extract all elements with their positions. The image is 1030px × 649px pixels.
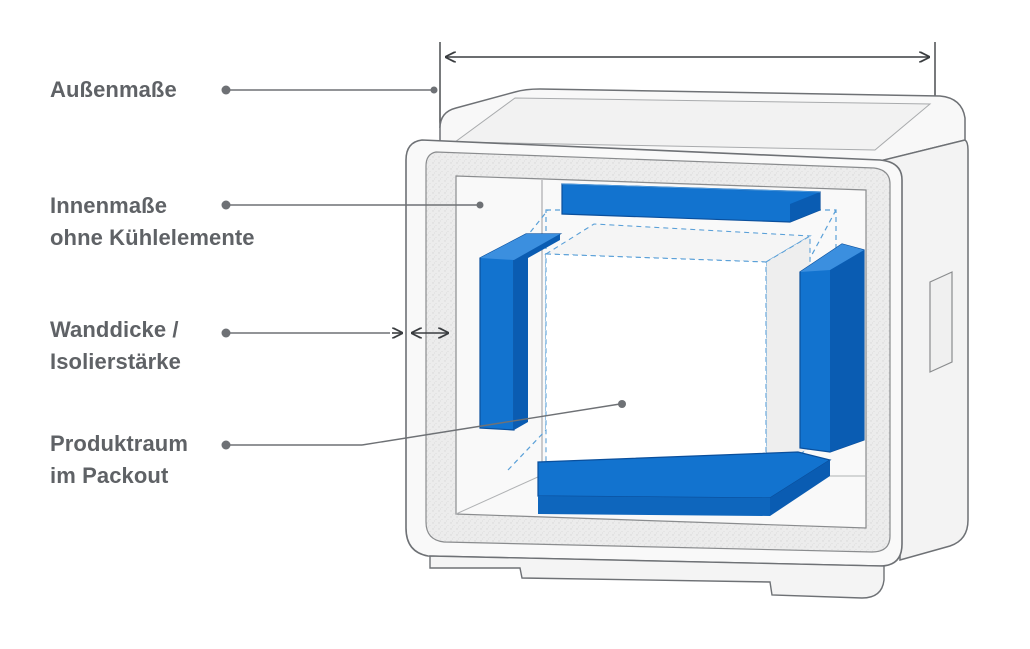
leader-product [221,400,626,450]
label-inner-dimensions: Innenmaße ohne Kühlelemente [50,190,255,254]
cooling-element-left [479,233,563,431]
label-product-space: Produktraum im Packout [50,428,188,492]
outer-dimension-arrow [439,42,936,128]
label-product-space-line1: Produktraum [50,431,189,456]
label-product-space-line2: im Packout [50,463,169,488]
label-outer-dimensions-line1: Außenmaße [50,77,177,102]
label-wall-thickness-line1: Wanddicke / [50,317,179,342]
label-wall-thickness-line2: Isolierstärke [50,349,181,374]
product-space-box [544,223,812,475]
label-wall-thickness: Wanddicke / Isolierstärke [50,314,181,378]
leader-wall [221,328,390,338]
label-inner-dimensions-line1: Innenmaße [50,193,168,218]
label-inner-dimensions-line2: ohne Kühlelemente [50,225,255,250]
cooling-element-bottom [537,451,832,516]
leader-inner [221,200,484,210]
cooling-element-right [799,243,865,453]
label-outer-dimensions: Außenmaße [50,74,177,106]
leader-outer [221,85,438,95]
cooling-element-top [561,183,821,223]
